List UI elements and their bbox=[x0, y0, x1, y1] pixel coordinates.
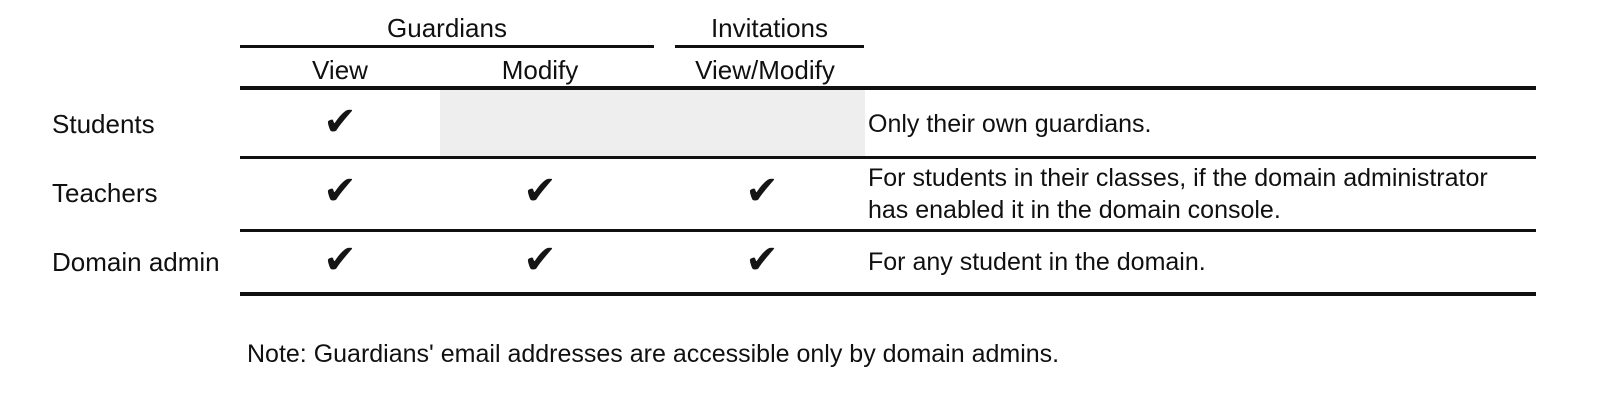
row-label-domain-admin: Domain admin bbox=[52, 247, 220, 277]
footnote-text: Note: Guardians' email addresses are acc… bbox=[247, 340, 1060, 368]
table-rule-after-teachers bbox=[240, 229, 1536, 232]
cell-students-not-applicable-shading bbox=[440, 90, 865, 156]
note-domain-admin: For any student in the domain. bbox=[868, 246, 1528, 278]
column-header-invitations-view-modify: View/Modify bbox=[695, 55, 835, 85]
column-header-guardians-view: View bbox=[312, 55, 368, 85]
note-teachers: For students in their classes, if the do… bbox=[868, 162, 1528, 226]
note-students-line-1: Only their own guardians. bbox=[868, 110, 1152, 138]
checkmark-icon-domain-admin-guardians-modify: ✔ bbox=[523, 237, 557, 283]
checkmark-icon-students-guardians-view: ✔ bbox=[323, 99, 357, 145]
checkmark-icon-teachers-invitations-view-modify: ✔ bbox=[745, 168, 779, 214]
row-label-teachers: Teachers bbox=[52, 178, 158, 208]
note-students: Only their own guardians. bbox=[868, 108, 1528, 140]
checkmark-icon-teachers-guardians-modify: ✔ bbox=[523, 168, 557, 214]
checkmark-icon-domain-admin-guardians-view: ✔ bbox=[323, 237, 357, 283]
table-rule-bottom bbox=[240, 292, 1536, 296]
group-header-invitations: Invitations bbox=[710, 13, 829, 43]
checkmark-icon-domain-admin-invitations-view-modify: ✔ bbox=[745, 237, 779, 283]
table-rule-header bbox=[240, 86, 1536, 90]
group-rule-guardians bbox=[240, 45, 654, 48]
note-teachers-line-1: For students in their classes, if the do… bbox=[868, 164, 1488, 192]
group-rule-invitations bbox=[675, 45, 864, 48]
table-rule-after-students bbox=[240, 156, 1536, 159]
checkmark-icon-teachers-guardians-view: ✔ bbox=[323, 168, 357, 214]
row-label-students: Students bbox=[52, 109, 155, 139]
group-header-guardians: Guardians bbox=[387, 13, 507, 43]
note-teachers-line-2: has enabled it in the domain console. bbox=[868, 196, 1281, 224]
column-header-guardians-modify: Modify bbox=[501, 55, 579, 85]
note-domain-admin-line-1: For any student in the domain. bbox=[868, 248, 1206, 276]
